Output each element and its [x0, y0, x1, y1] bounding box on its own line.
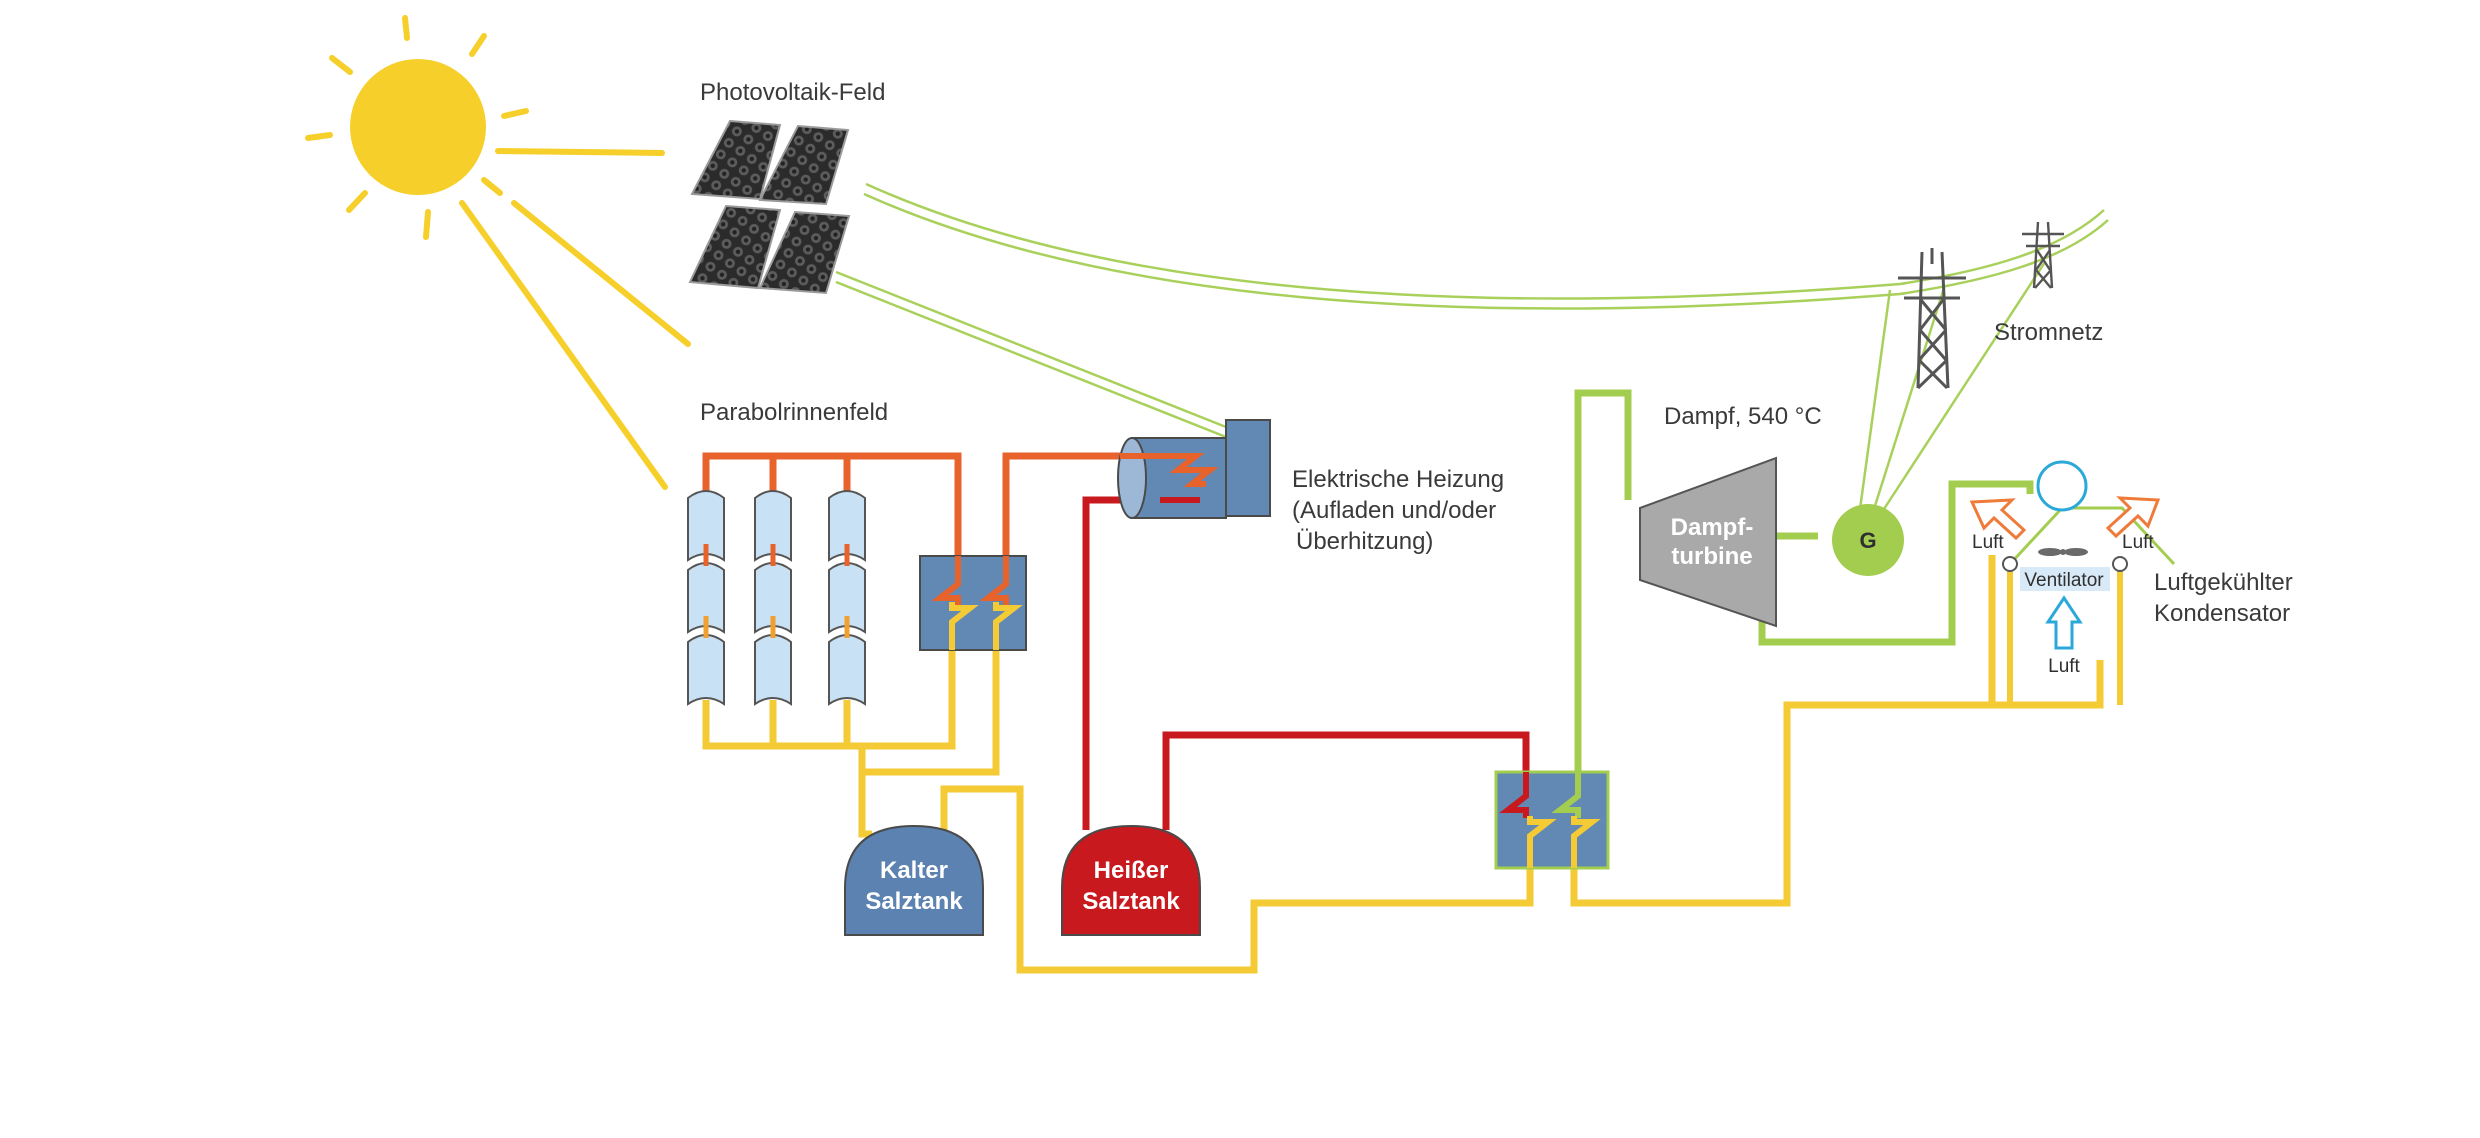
hot-tank-label-line2: Salztank	[1082, 888, 1180, 915]
air-cooled-condenser	[2002, 460, 2176, 705]
generator-grid-line	[1858, 261, 2047, 510]
cool-air-arrow-icon	[2045, 595, 2083, 650]
hot-tank-label-line1: Heißer	[1094, 857, 1169, 884]
solar-heat-exchanger	[919, 555, 1027, 651]
pv-field-label: Photovoltaik-Feld	[700, 79, 885, 106]
heater-label-line1: Elektrische Heizung	[1292, 466, 1504, 493]
fan-icon	[2038, 548, 2088, 556]
hot-salt-tank	[1061, 824, 1201, 936]
heater-label-line3: Überhitzung)	[1296, 528, 1433, 555]
steam-pipe	[1574, 389, 2034, 790]
grid-label: Stromnetz	[1994, 319, 2103, 346]
cold-tank-label-line1: Kalter	[880, 857, 948, 884]
pv-panel-icon	[688, 119, 851, 295]
generator-label: G	[1859, 528, 1876, 553]
condenser-label-line1: Luftgekühlter	[2154, 569, 2293, 596]
cold-salt-tank	[844, 824, 984, 936]
fan-label: Ventilator	[2024, 570, 2104, 591]
generator-icon	[1832, 504, 1904, 576]
cold-tank-label-line2: Salztank	[865, 888, 963, 915]
steam-turbine	[1639, 456, 1777, 628]
steam-generator-exchanger	[1494, 770, 1610, 870]
pylon-icon	[2022, 221, 2064, 289]
parabolic-trough-collector	[687, 490, 866, 706]
turbine-label-line1: Dampf-	[1671, 514, 1754, 541]
air-label-left: Luft	[1972, 532, 2004, 553]
sun-icon	[305, 15, 691, 490]
hot-htf-pipe	[702, 452, 1120, 584]
turbine-label-line2: turbine	[1671, 543, 1752, 570]
condenser-label-line2: Kondensator	[2154, 600, 2290, 627]
trough-field-label: Parabolrinnenfeld	[700, 399, 888, 426]
electric-heater	[1117, 419, 1271, 519]
steam-label: Dampf, 540 °C	[1664, 403, 1822, 430]
heater-label-line2: (Aufladen und/oder	[1292, 497, 1496, 524]
air-label-right: Luft	[2122, 532, 2154, 553]
air-label-bottom: Luft	[2048, 656, 2080, 677]
warm-air-arrow-icon	[1969, 496, 2161, 541]
cold-salt-pipe	[702, 555, 2104, 974]
pylon-icon	[1898, 248, 1966, 390]
power-line	[835, 182, 2109, 439]
